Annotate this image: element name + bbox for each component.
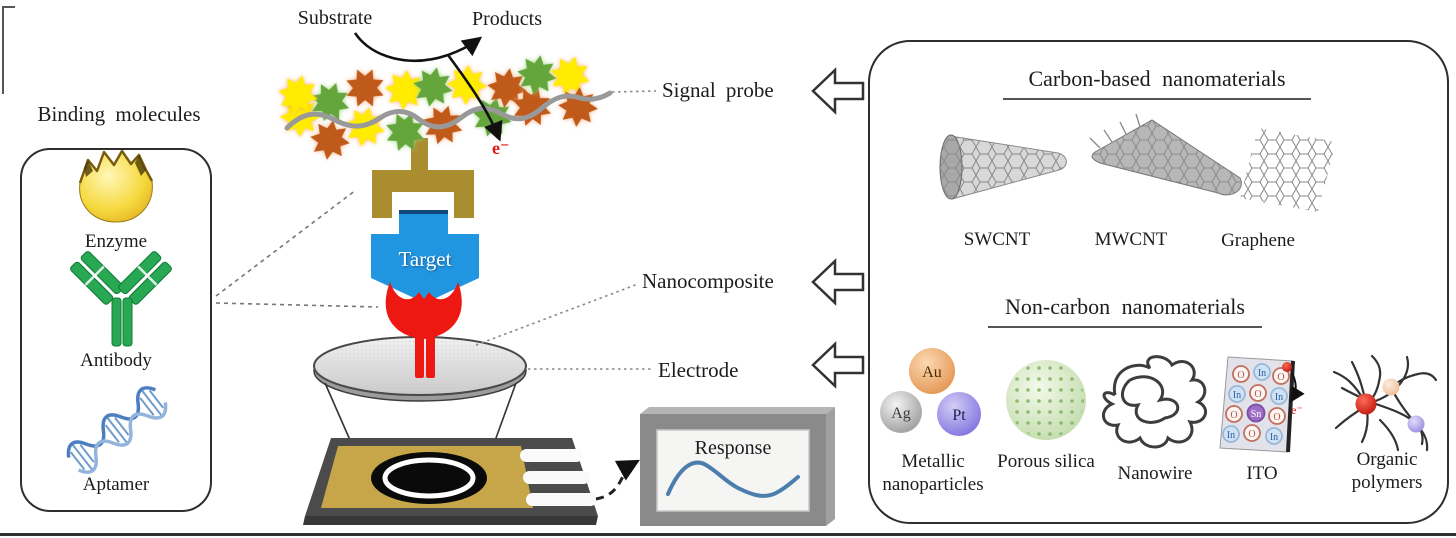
swcnt-icon: [939, 134, 1067, 200]
svg-text:In: In: [1275, 392, 1283, 403]
callout-leaders: [475, 90, 657, 370]
svg-text:O: O: [1230, 410, 1237, 421]
svg-text:In: In: [1227, 430, 1235, 441]
target-label: Target: [398, 247, 452, 271]
response-monitor: [640, 407, 835, 526]
svg-text:Au: Au: [922, 364, 942, 381]
signal-probe-star-chain: [274, 51, 600, 163]
nanocomposite-callout: Nanocomposite: [642, 269, 774, 293]
svg-text:O: O: [1237, 370, 1244, 381]
organic-polymers-label: Organic polymers: [1351, 449, 1423, 493]
svg-text:e⁻: e⁻: [1291, 403, 1303, 417]
aptamer-icon: [66, 386, 168, 474]
nanowire-label: Nanowire: [1117, 463, 1193, 484]
carbon-section-title: Carbon-based nanomaterials: [1028, 66, 1286, 91]
enzyme-label: Enzyme: [84, 231, 148, 252]
graphene-icon: [1240, 128, 1336, 212]
electrode-arrow-icon: [811, 342, 865, 388]
signal-probe-callout: Signal probe: [662, 78, 774, 102]
graphene-label: Graphene: [1221, 230, 1295, 251]
enzyme-icon: [78, 149, 154, 223]
svg-text:Sn: Sn: [1251, 409, 1262, 420]
signal-probe-arrow-icon: [811, 68, 865, 114]
receptor-shape: [385, 282, 462, 378]
response-label: Response: [694, 437, 772, 459]
aptamer-label: Aptamer: [82, 474, 150, 495]
response-curve: [666, 460, 800, 498]
products-label: Products: [472, 8, 542, 30]
antibody-label: Antibody: [80, 350, 152, 371]
nanowire-icon: [1102, 355, 1208, 449]
svg-text:O: O: [1254, 389, 1261, 400]
noncarbon-section-title: Non-carbon nanomaterials: [1005, 294, 1245, 319]
electron-label: e⁻: [492, 138, 510, 158]
organic-polymers-icon: [1332, 354, 1438, 452]
ito-label: ITO: [1246, 463, 1278, 484]
nanomaterials-box: [868, 40, 1449, 524]
mwcnt-icon: [1089, 113, 1242, 196]
reaction-arrows: [353, 32, 503, 142]
noncarbon-title-underline: [988, 326, 1262, 328]
svg-text:O: O: [1248, 429, 1255, 440]
substrate-label: Substrate: [297, 7, 373, 29]
metallic-nanoparticles-icon: Au Ag Pt: [880, 348, 981, 436]
signal-probe-backbone: [284, 90, 613, 131]
ito-icon: O In O In O In O Sn O In O In e⁻: [1219, 356, 1305, 453]
callout-arrows: [811, 68, 865, 388]
target-arrow-shape: [371, 210, 479, 303]
signal-to-monitor-arrow: [595, 459, 640, 501]
svg-text:O: O: [1277, 372, 1284, 383]
binding-connector-lines: [215, 189, 379, 308]
binding-molecules-box: [20, 148, 212, 512]
svg-text:In: In: [1233, 390, 1241, 401]
svg-text:In: In: [1270, 432, 1278, 443]
svg-text:Pt: Pt: [952, 407, 966, 424]
binding-panel-title: Binding molecules: [37, 102, 201, 126]
svg-text:O: O: [1273, 412, 1280, 423]
porous-silica-label: Porous silica: [997, 451, 1095, 472]
metallic-nanoparticles-label: Metallic nanoparticles: [882, 451, 984, 495]
mwcnt-label: MWCNT: [1094, 229, 1168, 250]
binding-clamp-shape: [372, 138, 474, 218]
antibody-icon: [70, 251, 172, 347]
svg-text:In: In: [1258, 368, 1266, 379]
nanocomposite-arrow-icon: [811, 259, 865, 305]
carbon-title-underline: [1003, 98, 1311, 100]
porous-silica-icon: [1006, 360, 1086, 440]
svg-text:Ag: Ag: [891, 405, 911, 422]
swcnt-label: SWCNT: [963, 229, 1031, 250]
electrode-chip: [303, 438, 598, 525]
electrode-callout: Electrode: [658, 358, 739, 382]
figure-frame-artifacts: [0, 6, 1456, 536]
